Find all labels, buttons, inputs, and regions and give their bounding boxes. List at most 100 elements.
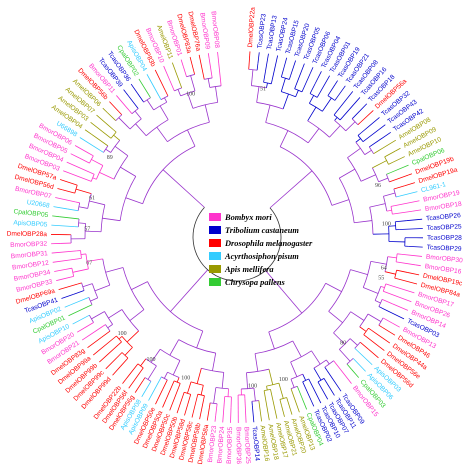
- tree-branch: [88, 304, 93, 307]
- tree-branch: [208, 402, 211, 408]
- tree-branch: [106, 112, 117, 121]
- tree-branch: [146, 99, 154, 111]
- tree-branch: [67, 208, 79, 212]
- tree-branch: [256, 102, 284, 110]
- tree-branch: [338, 85, 346, 96]
- tree-branch: [81, 326, 103, 341]
- tree-branch: [208, 58, 213, 78]
- tree-branch: [187, 129, 196, 147]
- tree-branch: [357, 350, 373, 366]
- tree-branch: [392, 156, 405, 163]
- tree-branch: [142, 377, 146, 382]
- tree-branch: [203, 395, 205, 400]
- tree-branch: [147, 365, 157, 380]
- tree-branch: [396, 261, 416, 266]
- tree-branches: [51, 51, 424, 424]
- tree-branch: [158, 77, 169, 97]
- tree-branch: [59, 216, 80, 220]
- tree-branch: [384, 256, 389, 272]
- tree-branch: [325, 282, 342, 292]
- legend-label: Chrysopa pallens: [225, 277, 285, 287]
- tree-branch: [56, 279, 61, 282]
- tree-branch: [134, 380, 144, 393]
- tree-branch: [279, 146, 333, 206]
- tree-branch: [383, 290, 403, 299]
- tree-branch: [72, 316, 87, 325]
- tree-branch: [367, 313, 382, 322]
- tree-branch: [272, 400, 278, 419]
- tree-branch: [263, 71, 266, 83]
- tree-branch: [173, 380, 181, 384]
- tree-branch: [163, 65, 171, 81]
- tree-branch: [64, 304, 71, 308]
- tree-branch: [329, 387, 335, 396]
- tree-branch: [218, 63, 222, 86]
- tree-branch: [102, 217, 121, 222]
- tree-branch: [407, 272, 420, 276]
- leaf-label: TcasOBP23: [257, 13, 268, 49]
- tree-branch: [129, 309, 145, 321]
- tree-branch: [148, 380, 160, 401]
- tree-branch: [258, 400, 261, 412]
- tree-branch: [154, 69, 160, 79]
- tree-branch: [281, 76, 290, 80]
- tree-branch: [389, 164, 409, 174]
- tree-branch: [406, 218, 423, 222]
- tree-branch: [393, 185, 405, 190]
- tree-branch: [76, 327, 85, 333]
- tree-branch: [130, 83, 138, 94]
- tree-branch: [302, 378, 309, 383]
- legend-swatch: [209, 213, 221, 221]
- leaf-label: ApisOBP05: [13, 219, 48, 228]
- tree-branch: [169, 339, 180, 356]
- tree-branch: [415, 264, 421, 267]
- tree-branch: [394, 147, 401, 152]
- tree-branch: [340, 369, 352, 384]
- tree-branch: [290, 361, 298, 377]
- tree-branch: [351, 110, 361, 120]
- tree-branch: [129, 110, 133, 114]
- tree-branch: [380, 285, 385, 289]
- tree-branch: [401, 253, 423, 257]
- tree-branch: [144, 381, 152, 391]
- legend-label: Bombyx mori: [225, 212, 272, 222]
- tree-branch: [354, 220, 373, 224]
- tree-branch: [383, 196, 388, 212]
- tree-branch: [79, 157, 90, 164]
- tree-branch: [52, 215, 60, 218]
- leaf-label: BmorOBP30: [426, 254, 464, 265]
- tree-branch: [140, 367, 144, 372]
- tree-branch: [155, 389, 163, 405]
- legend-entry: Drosophila melanogaster: [209, 237, 327, 249]
- tree-branch: [82, 283, 93, 288]
- tree-branch: [221, 372, 225, 389]
- tree-branch: [359, 341, 369, 350]
- tree-branch: [73, 290, 85, 295]
- tree-branch: [118, 352, 123, 356]
- tree-branch: [206, 407, 210, 421]
- tree-branch: [308, 378, 311, 383]
- tree-branch: [91, 311, 105, 320]
- bootstrap-value: 57: [84, 227, 90, 233]
- tree-branch: [369, 203, 386, 208]
- tree-branch: [357, 132, 362, 136]
- tree-branch: [92, 348, 102, 356]
- tree-branch: [156, 126, 168, 142]
- tree-branch: [215, 403, 218, 416]
- tree-branch: [323, 378, 331, 388]
- bootstrap-value: 100: [279, 377, 288, 383]
- tree-branch: [176, 377, 180, 383]
- bootstrap-value: 67: [86, 260, 92, 266]
- tree-branch: [90, 297, 98, 302]
- tree-branch: [100, 330, 111, 338]
- legend-swatch: [209, 252, 221, 260]
- tree-branch: [307, 128, 320, 144]
- tree-branch: [55, 197, 76, 203]
- tree-branch: [398, 278, 418, 285]
- tree-branch: [281, 91, 296, 98]
- tree-branch: [338, 177, 355, 223]
- tree-branch: [313, 367, 322, 381]
- tree-branch: [286, 397, 291, 411]
- tree-branch: [108, 309, 123, 319]
- tree-branch: [382, 317, 393, 324]
